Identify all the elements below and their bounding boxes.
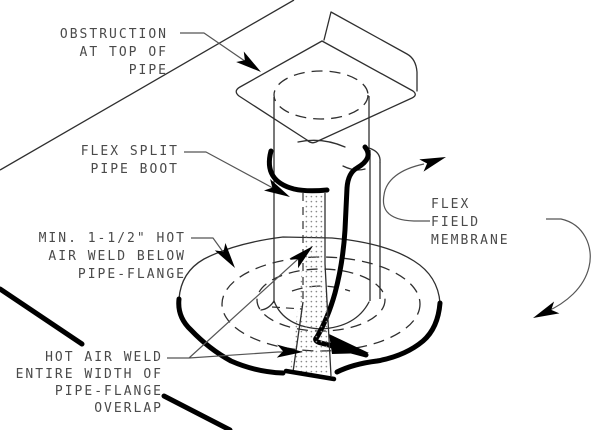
arrowhead [533,301,560,318]
label-flex-field-membrane: FLEX FIELD MEMBRANE [431,196,510,250]
leader-obstruction [180,32,261,72]
arrowhead [214,242,235,268]
arrowhead [419,157,446,172]
label-line: AT TOP OF [79,45,168,60]
pipe-top-rim-hidden [273,70,369,120]
boot-rim-back [297,139,346,148]
leader-min-weld [191,237,235,268]
label-line: ENTIRE WIDTH OF [15,367,163,382]
label-line: PIPE [128,63,168,78]
arrowhead [276,344,303,358]
flange-weld-edge-left [176,296,286,376]
plate-folded-tab [323,11,418,92]
label-line: MIN. 1-1/2" HOT [38,231,186,246]
label-line: FLEX SPLIT [80,144,179,159]
label-line: HOT AIR WELD [45,350,163,365]
leader-hot-air-weld [167,246,313,359]
leader-flex-field-membrane [382,157,591,318]
arrowhead [236,51,261,72]
label-obstruction: OBSTRUCTION AT TOP OF PIPE [60,26,168,80]
membrane-seam-lines [0,286,233,430]
label-line: FLEX [431,197,471,212]
plate-outline [235,40,416,144]
arrowhead [263,179,290,197]
label-flex-split-boot: FLEX SPLIT PIPE BOOT [81,143,179,179]
leader-flex-split-boot [184,151,290,197]
weld-stipple [290,193,331,377]
pipe [273,70,370,303]
label-line: PIPE-FLANGE [77,267,186,282]
label-line: AIR WELD BELOW [48,249,186,264]
label-line: FIELD [431,215,481,230]
flange-weld-edge-right [334,300,443,375]
boot-top-rim-weld [266,148,330,194]
strip-bottom-weld-edge [283,368,337,382]
label-line: PIPE BOOT [90,162,179,177]
label-min-weld: MIN. 1-1/2" HOT AIR WELD BELOW PIPE-FLAN… [39,230,186,284]
label-hot-air-weld: HOT AIR WELD ENTIRE WIDTH OF PIPE-FLANGE… [16,349,163,417]
arrowhead [289,246,313,269]
label-line: MEMBRANE [431,233,510,248]
label-line: OBSTRUCTION [59,27,168,42]
label-line: OVERLAP [94,401,163,416]
label-line: PIPE-FLANGE [54,384,163,399]
obstruction-plate [235,11,418,144]
weld-overlap-strip [283,193,337,382]
roof-edge-line [0,0,295,171]
